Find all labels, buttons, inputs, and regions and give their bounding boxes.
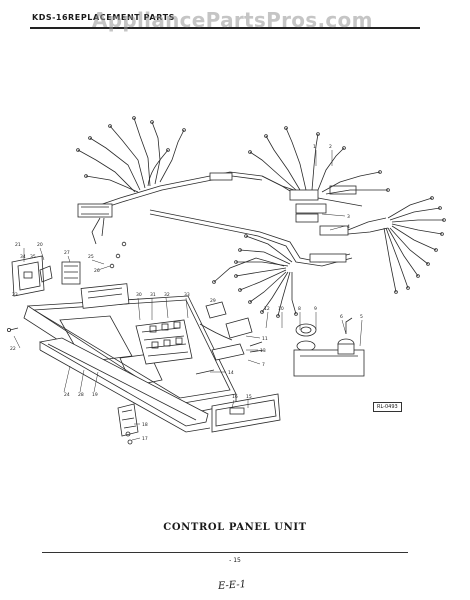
handwritten-mark: E-E-1 — [217, 579, 247, 592]
part-label: 5 — [360, 314, 363, 320]
part-number-labels: 1 2 3 4 5 6 7 8 9 10 11 12 13 14 15 16 1… — [10, 144, 363, 442]
part-label: 33 — [184, 292, 190, 298]
part-label: 32 — [164, 292, 170, 298]
part-label: 21 — [15, 242, 21, 248]
model-code: KDS-16 — [32, 13, 69, 22]
part-label: 15 — [246, 394, 252, 400]
part-label: 16 — [232, 394, 238, 400]
part-label: 6 — [340, 314, 343, 320]
left-small-parts — [7, 241, 127, 332]
part-label: 29 — [210, 298, 216, 304]
bottom-right-panel — [211, 393, 281, 433]
part-label: 23 — [12, 292, 18, 298]
page-number: - 15 — [229, 557, 241, 564]
part-label: 20 — [37, 242, 43, 248]
part-label: 10 — [278, 306, 284, 312]
wire-harness-upper-right — [248, 126, 390, 236]
part-label: 27 — [64, 250, 70, 256]
part-label: 14 — [228, 370, 234, 376]
header-title: REPLACEMENT PARTS — [68, 13, 176, 22]
diagram-caption: CONTROL PANEL UNIT — [163, 522, 307, 533]
part-label: 25 — [88, 254, 94, 260]
leader-lines — [13, 150, 363, 441]
part-label: 28 — [78, 392, 84, 398]
part-label: 4 — [347, 224, 350, 230]
part-label: 24 — [64, 392, 70, 398]
part-label: 13 — [260, 348, 266, 354]
header-rule — [30, 27, 420, 29]
part-label: 22 — [10, 346, 16, 352]
part-label: 17 — [142, 436, 148, 442]
wire-fan-right — [383, 196, 446, 294]
part-label: 3 — [347, 214, 350, 220]
part-label: 19 — [92, 392, 98, 398]
wire-harness-upper-left — [76, 116, 301, 245]
part-label: 2 — [329, 144, 332, 150]
part-label: 31 — [150, 292, 156, 298]
long-rod — [149, 209, 353, 267]
part-label: 7 — [262, 362, 265, 368]
part-label: 34 — [20, 254, 26, 260]
bottom-bracket — [117, 403, 139, 445]
reference-code-box: RL-0493 — [373, 402, 402, 412]
watermark: AppliancePartsPros.com — [92, 8, 373, 32]
part-label: 30 — [136, 292, 142, 298]
part-label: 1 — [313, 144, 316, 150]
switch-block — [135, 319, 193, 365]
part-label: 26 — [94, 268, 100, 274]
wire-fan-middle — [212, 234, 298, 318]
part-label: 35 — [30, 254, 36, 260]
right-components — [293, 317, 365, 377]
terminal-connectors — [195, 301, 265, 375]
lower-trim-rail — [38, 337, 211, 433]
part-label: 12 — [264, 306, 270, 312]
part-label: 9 — [314, 306, 317, 312]
footer-rule — [42, 552, 408, 553]
part-label: 8 — [298, 306, 301, 312]
part-label: 11 — [262, 336, 268, 342]
part-label: 18 — [142, 422, 148, 428]
